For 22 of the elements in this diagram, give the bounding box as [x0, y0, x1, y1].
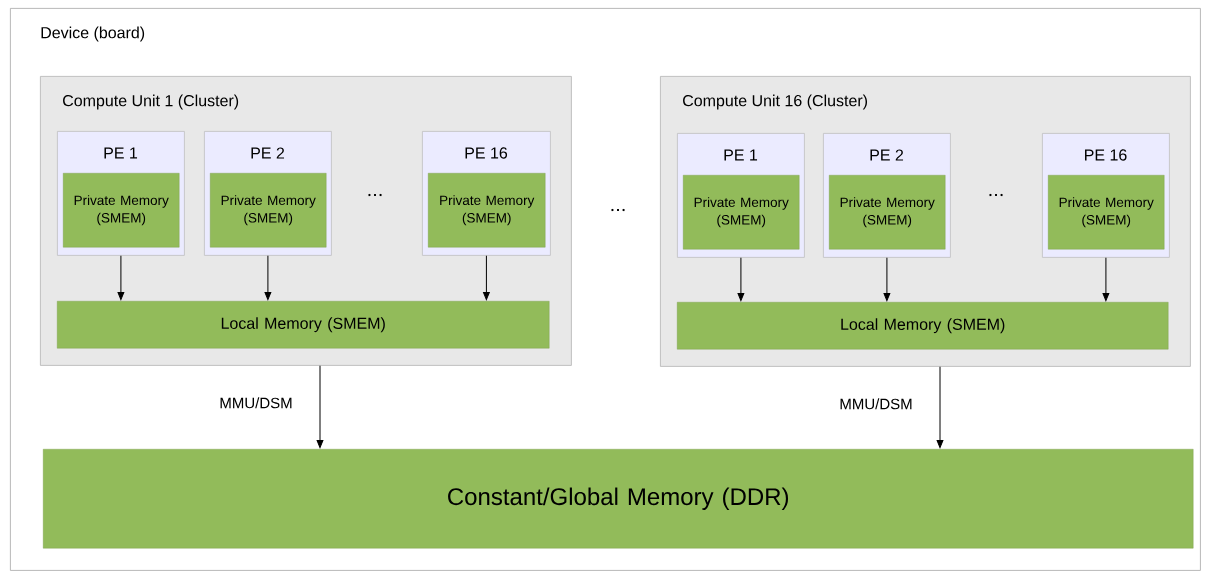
- arrow: [264, 255, 272, 301]
- memory-box: Private Memory (SMEM): [63, 173, 180, 248]
- arrow: [117, 255, 125, 301]
- edge-label: MMU/DSM: [218, 396, 294, 410]
- memory-box: Local Memory (SMEM): [677, 302, 1169, 350]
- memory-box: Private Memory (SMEM): [683, 175, 800, 250]
- arrow: [737, 257, 745, 302]
- arrow: [936, 366, 944, 449]
- arrow: [316, 365, 324, 449]
- memory-box: Private Memory (SMEM): [210, 173, 327, 248]
- memory-box: Private Memory (SMEM): [1048, 175, 1165, 250]
- edge-label: MMU/DSM: [838, 397, 914, 411]
- ellipsis: ...: [611, 208, 625, 212]
- ellipsis: ...: [989, 193, 1003, 197]
- arrow: [483, 255, 490, 301]
- memory-box: Private Memory (SMEM): [829, 175, 946, 250]
- ellipsis: ...: [368, 193, 382, 197]
- memory-box: Constant/Global Memory (DDR): [43, 449, 1194, 549]
- arrow: [1102, 257, 1110, 302]
- memory-box: Local Memory (SMEM): [57, 301, 550, 349]
- arrow: [883, 257, 891, 302]
- memory-box: Private Memory (SMEM): [428, 173, 546, 248]
